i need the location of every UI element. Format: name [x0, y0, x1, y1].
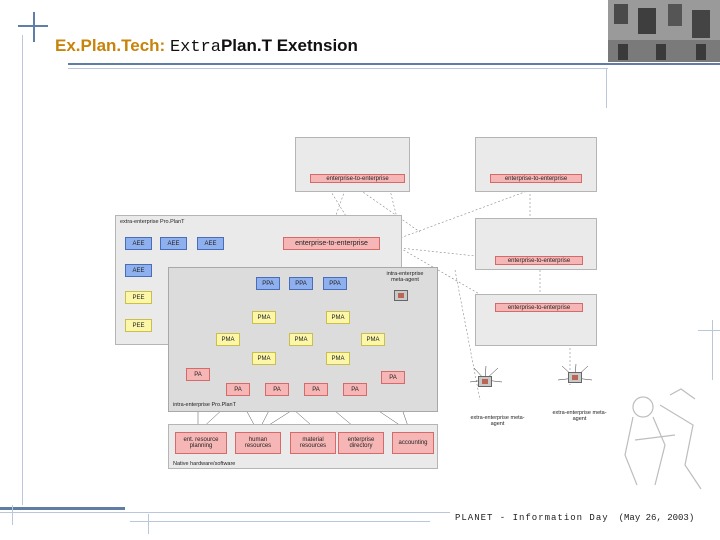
e2e-box-4: enterprise-to-enterprise — [495, 303, 583, 312]
right-edge-tick-h — [698, 330, 720, 331]
legacy-box-hr: human resources — [235, 432, 281, 454]
legacy-box-accounting: accounting — [392, 432, 434, 454]
left-rail — [22, 35, 23, 505]
pma-box-7: PMA — [326, 352, 350, 365]
extra-enterprise-label: extra-enterprise Pro.PlanT — [120, 219, 185, 225]
bottom-rule-left — [0, 507, 125, 510]
pa-box-5: PA — [343, 383, 367, 396]
legacy-label: Native hardware/software — [173, 461, 236, 467]
bottom-left-tick — [12, 505, 13, 525]
ppa-box-2: PPA — [289, 277, 313, 290]
aee-box-1: AEE — [125, 237, 152, 250]
pa-box-2: PA — [226, 383, 250, 396]
ppa-box-3: PPA — [323, 277, 347, 290]
pee-box-1: PEE — [125, 291, 152, 304]
intra-meta-agent-label: intra-enterprise meta-agent — [386, 271, 424, 283]
footer-text: PLANET - Information Day — [455, 513, 609, 523]
extra-meta-agent-icon-1 — [478, 376, 492, 387]
extra-meta-agent-icon-2 — [568, 372, 582, 383]
title-underline-thin — [68, 68, 608, 69]
building-photo — [608, 0, 720, 62]
bottom-rule — [0, 512, 450, 513]
pa-box-1: PA — [186, 368, 210, 381]
pma-box-5: PMA — [361, 333, 385, 346]
title-underline — [68, 63, 720, 65]
e2e-box-3: enterprise-to-enterprise — [495, 256, 583, 265]
pa-box-6: PA — [381, 371, 405, 384]
university-logo-icon — [624, 388, 702, 490]
pee-box-2: PEE — [125, 319, 152, 332]
footer-date: (May 26, 2003) — [618, 513, 695, 523]
right-edge-tick — [712, 320, 713, 380]
pma-box-1: PMA — [252, 311, 276, 324]
page-title: Ex.Plan.Tech: ExtraPlan.T Exetnsion — [55, 36, 358, 57]
pma-box-3: PMA — [216, 333, 240, 346]
top-left-tick — [33, 12, 35, 42]
aee-box-3: AEE — [197, 237, 224, 250]
pa-box-4: PA — [304, 383, 328, 396]
pma-box-2: PMA — [326, 311, 350, 324]
pma-box-6: PMA — [252, 352, 276, 365]
extra-meta-agent-label-2: extra-enterprise meta-agent — [552, 410, 607, 422]
intra-meta-agent-icon — [394, 290, 408, 301]
pa-box-3: PA — [265, 383, 289, 396]
ppa-box-1: PPA — [256, 277, 280, 290]
enterprise-panel-top-right — [475, 137, 597, 192]
footer: PLANET - Information Day (May 26, 2003) — [455, 513, 694, 523]
right-rail — [606, 68, 607, 108]
enterprise-panel-top-left — [295, 137, 410, 192]
title-brand: Ex.Plan.Tech: — [55, 36, 166, 55]
legacy-box-directory: enterprise directory — [338, 432, 384, 454]
title-rest: Plan.T Exetnsion — [220, 36, 358, 55]
legacy-box-material: material resources — [290, 432, 336, 454]
aee-box-2: AEE — [160, 237, 187, 250]
bottom-rule-2 — [130, 521, 430, 522]
pma-box-4: PMA — [289, 333, 313, 346]
extra-meta-agent-label-1: extra-enterprise meta-agent — [470, 415, 525, 427]
intra-enterprise-label: intra-enterprise Pro.PlanT — [173, 402, 236, 408]
enterprise-panel-low-right — [475, 294, 597, 346]
e2e-box-1: enterprise-to-enterprise — [310, 174, 405, 183]
legacy-box-erp: ent. resource planning — [175, 432, 227, 454]
aee-box-4: AEE — [125, 264, 152, 277]
bottom-tick — [148, 514, 149, 534]
e2e-box-2: enterprise-to-enterprise — [490, 174, 582, 183]
title-mono: Extra — [169, 38, 221, 57]
e2e-box-inner: enterprise-to-enterprise — [283, 237, 380, 250]
